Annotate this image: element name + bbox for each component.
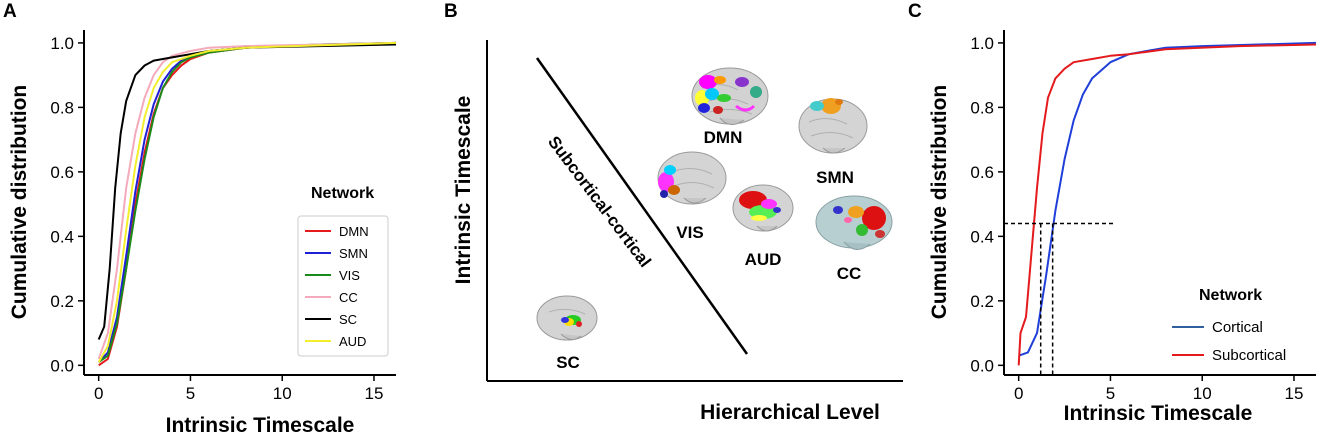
chart-a-xlabel: Intrinsic Timescale [166, 414, 355, 437]
c-series-subcortical [1017, 43, 1316, 366]
c-legend-label: Subcortical [1212, 347, 1286, 364]
diagram-b: Intrinsic Timescale Hierarchical Level S… [452, 40, 903, 424]
chart-c-xlabel: Intrinsic Timescale [1064, 402, 1253, 425]
chart-c-legend-title: Network [1199, 287, 1262, 304]
brain-label-cc: CC [837, 264, 862, 283]
c-ytick-label: 0.6 [970, 163, 994, 182]
c-xtick-label: 10 [1193, 384, 1212, 403]
c-series-cortical [1018, 41, 1316, 357]
c-xtick-label: 0 [1014, 384, 1023, 403]
panel-label-a: A [3, 1, 17, 22]
brain-label-dmn: DMN [704, 128, 743, 147]
c-ytick-label: 0.0 [970, 356, 994, 375]
a-ytick-label: 0.0 [50, 356, 74, 375]
a-ytick-label: 0.2 [50, 292, 74, 311]
a-xtick-label: 0 [94, 384, 103, 403]
a-legend-label: DMN [339, 224, 369, 239]
chart-a-legend-box [297, 215, 389, 357]
a-legend-label: SC [339, 312, 357, 327]
brain-vis [657, 151, 727, 205]
a-legend-label: AUD [339, 334, 366, 349]
chart-c-ylabel: Cumulative distribution [928, 85, 951, 320]
chart-a-ylabel: Cumulative distribution [8, 85, 31, 320]
c-ytick-label: 1.0 [970, 34, 994, 53]
c-legend-label: Cortical [1212, 319, 1263, 336]
a-ytick-label: 0.8 [50, 98, 74, 117]
diagonal-divider [535, 57, 749, 355]
brain-aud [732, 184, 794, 232]
a-series-cc [97, 41, 396, 360]
chart-c: 0.0 0.2 0.4 0.6 0.8 1.0 0 5 10 15 Intrinsic Times… [928, 30, 1316, 425]
a-legend-label: SMN [339, 246, 368, 261]
a-ytick-label: 0.6 [50, 163, 74, 182]
brain-smn [798, 98, 868, 154]
a-xtick-label: 10 [273, 384, 292, 403]
diagram-xlabel: Hierarchical Level [700, 401, 880, 424]
a-ytick-label: 0.4 [50, 227, 74, 246]
brain-label-vis: VIS [676, 223, 703, 242]
panel-label-b: B [444, 1, 458, 22]
diagram-ylabel: Intrinsic Timescale [452, 96, 475, 285]
a-series-aud [97, 41, 396, 363]
brain-label-aud: AUD [745, 250, 782, 269]
brain-label-smn: SMN [816, 168, 854, 187]
c-xtick-label: 15 [1285, 384, 1304, 403]
brain-label-sc: SC [556, 353, 580, 372]
chart-a: 0.0 0.2 0.4 0.6 0.8 1.0 0 5 10 15 Intrinsic Times… [8, 30, 396, 437]
brain-cc [815, 195, 893, 250]
a-xtick-label: 15 [365, 384, 384, 403]
a-legend-label: CC [339, 290, 358, 305]
a-legend-label: VIS [339, 268, 360, 283]
panel-label-c: C [908, 1, 922, 22]
chart-a-legend: Network DMN SMN VIS CC SC AUD [297, 185, 389, 357]
a-xtick-label: 5 [186, 384, 195, 403]
a-ytick-label: 1.0 [50, 34, 74, 53]
chart-a-legend-title: Network [311, 185, 374, 202]
c-xtick-label: 5 [1106, 384, 1115, 403]
c-ytick-label: 0.2 [970, 292, 994, 311]
brain-dmn [691, 67, 769, 125]
c-ytick-label: 0.8 [970, 98, 994, 117]
c-ytick-label: 0.4 [970, 227, 994, 246]
brain-sc [536, 295, 598, 341]
